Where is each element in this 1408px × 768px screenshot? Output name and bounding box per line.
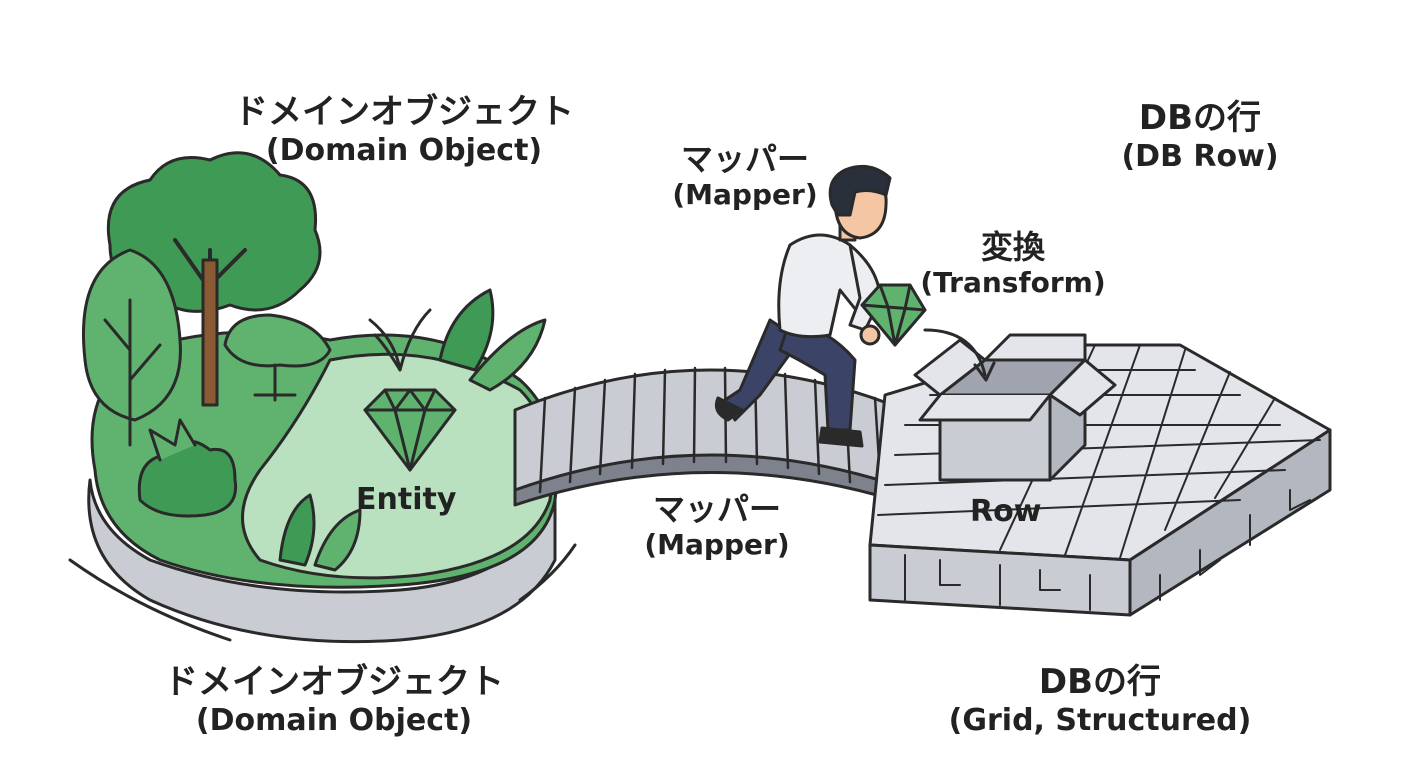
db-row-bottom-en: (Grid, Structured) xyxy=(948,702,1252,738)
person-icon xyxy=(714,164,927,448)
transform-jp: 変換 xyxy=(980,228,1045,266)
domain-object-bottom-en: (Domain Object) xyxy=(195,702,473,738)
db-row-top-en: (DB Row) xyxy=(1121,138,1279,174)
box-icon xyxy=(913,328,1117,482)
transform-label: 変換 (Transform) xyxy=(918,228,1108,300)
mapper-bridge-en: (Mapper) xyxy=(644,528,790,562)
entity-label: Entity xyxy=(356,482,457,517)
domain-object-top-en: (Domain Object) xyxy=(265,132,543,168)
mapper-top-jp: マッパー xyxy=(680,140,809,178)
domain-object-bottom-label: ドメインオブジェクト (Domain Object) xyxy=(142,662,526,739)
bush-icon xyxy=(137,288,547,572)
mapper-bridge-label: マッパー (Mapper) xyxy=(612,490,822,562)
mapper-top-label: マッパー (Mapper) xyxy=(640,140,850,212)
tree-icon xyxy=(81,151,332,447)
domain-object-top-jp: ドメインオブジェクト xyxy=(234,92,574,132)
domain-object-bottom-jp: ドメインオブジェクト xyxy=(164,662,504,702)
db-row-top-label: DBの行 (DB Row) xyxy=(1100,98,1300,175)
mapper-top-en: (Mapper) xyxy=(672,178,818,212)
row-label: Row xyxy=(970,494,1042,529)
gem-icon xyxy=(363,388,457,472)
mapper-bridge-jp: マッパー xyxy=(652,490,781,528)
db-row-bottom-jp: DBの行 xyxy=(1038,662,1162,702)
db-row-top-jp: DBの行 xyxy=(1138,98,1262,138)
domain-object-top-label: ドメインオブジェクト (Domain Object) xyxy=(212,92,596,169)
db-row-bottom-label: DBの行 (Grid, Structured) xyxy=(940,662,1260,739)
transform-en: (Transform) xyxy=(920,266,1106,300)
